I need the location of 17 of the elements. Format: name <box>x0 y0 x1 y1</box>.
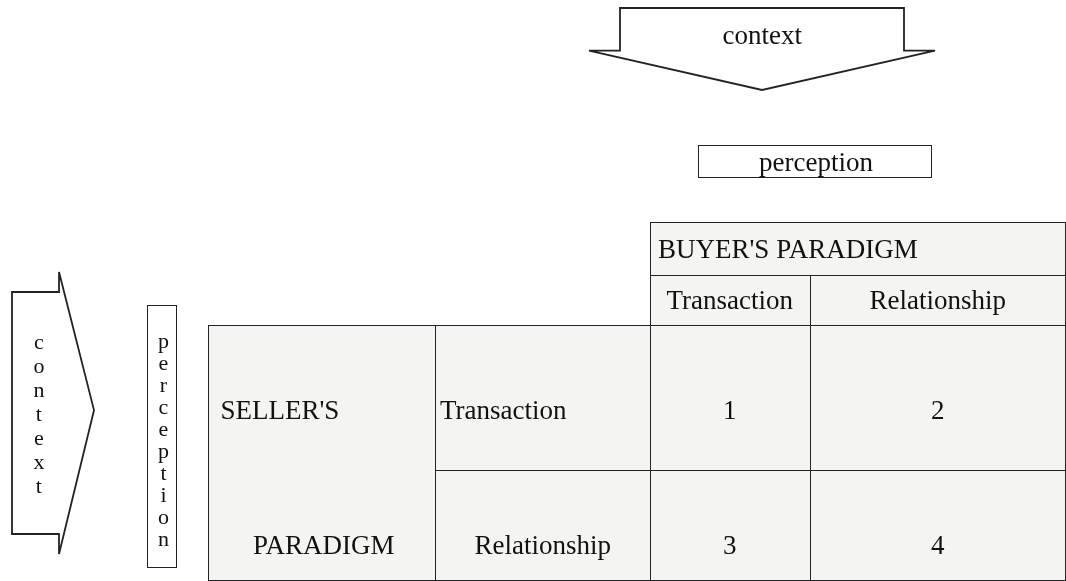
column-header: Transaction <box>666 284 793 316</box>
cell-value: 4 <box>931 529 945 561</box>
cell-value: 3 <box>723 529 737 561</box>
row-group-header: PARADIGM <box>253 529 395 561</box>
node-label: perception <box>759 147 873 178</box>
row-header: Relationship <box>474 529 611 561</box>
node-label: context <box>722 19 802 51</box>
cell-value: 2 <box>931 394 945 426</box>
column-header: BUYER'S PARADIGM <box>658 233 918 265</box>
node-label: perception <box>152 327 174 548</box>
cell-value: 1 <box>723 394 737 426</box>
text-box <box>147 305 177 568</box>
column-header: Relationship <box>869 284 1006 316</box>
row-group-header: SELLER'S <box>220 394 340 426</box>
text-box <box>698 145 932 178</box>
row-header: Transaction <box>440 394 567 426</box>
node-label: context <box>27 329 50 497</box>
